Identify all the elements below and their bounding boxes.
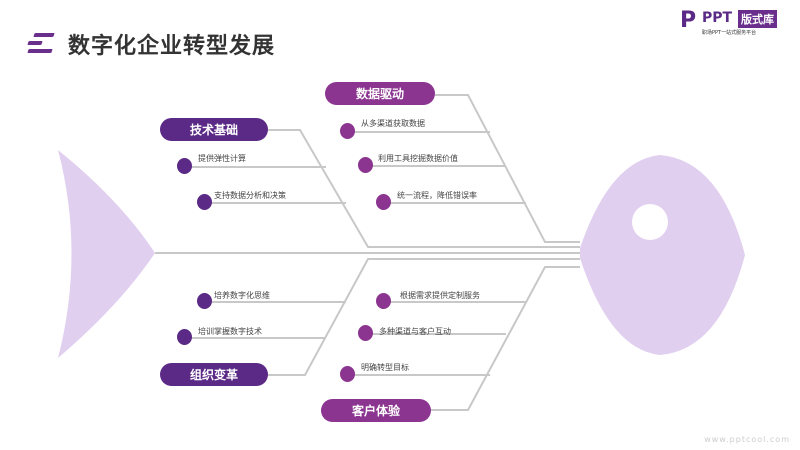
logo-p-icon: P xyxy=(680,8,697,33)
category-cx: 客户体验 xyxy=(321,399,431,422)
cause-item: 培训掌握数字技术 xyxy=(198,327,262,336)
bullet-dot xyxy=(358,157,373,173)
bullet-dot xyxy=(358,325,373,341)
bone-tech xyxy=(268,129,580,248)
bullet-dot xyxy=(197,293,212,309)
cause-item: 利用工具挖掘数据价值 xyxy=(378,154,458,163)
bullet-dot xyxy=(376,293,391,309)
cause-item: 支持数据分析和决策 xyxy=(214,191,286,200)
cause-item: 根据需求提供定制服务 xyxy=(400,291,480,300)
category-org: 组织变革 xyxy=(160,363,268,386)
bullet-dot xyxy=(340,366,355,382)
bullet-dot xyxy=(177,158,192,174)
fish-tail xyxy=(58,150,155,358)
cause-item: 多种渠道与客户互动 xyxy=(379,327,451,336)
cause-item: 提供弹性计算 xyxy=(198,154,246,163)
logo: P PPT 版式库 职场PPT一站式服务平台 xyxy=(680,8,792,38)
bullet-dot xyxy=(197,194,212,210)
logo-badge: 版式库 xyxy=(738,10,777,28)
cause-item: 统一流程，降低错误率 xyxy=(397,191,477,200)
bullet-dot xyxy=(177,329,192,345)
bone-cx xyxy=(431,266,580,411)
page-title: 数字化企业转型发展 xyxy=(68,34,276,59)
category-data: 数据驱动 xyxy=(325,82,435,105)
bone-data xyxy=(435,94,580,243)
bone-org xyxy=(268,258,580,376)
bullet-dot xyxy=(340,123,355,139)
cause-item: 从多渠道获取数据 xyxy=(361,119,425,128)
watermark: www.pptcool.com xyxy=(704,435,790,444)
category-tech: 技术基础 xyxy=(160,118,268,141)
cause-item: 明确转型目标 xyxy=(361,363,409,372)
logo-subtitle: 职场PPT一站式服务平台 xyxy=(702,30,757,36)
fish-head xyxy=(580,155,745,355)
cause-item: 培养数字化思维 xyxy=(214,291,270,300)
bullet-dot xyxy=(376,194,391,210)
logo-text: PPT xyxy=(702,10,733,26)
fish-eye xyxy=(632,204,668,240)
